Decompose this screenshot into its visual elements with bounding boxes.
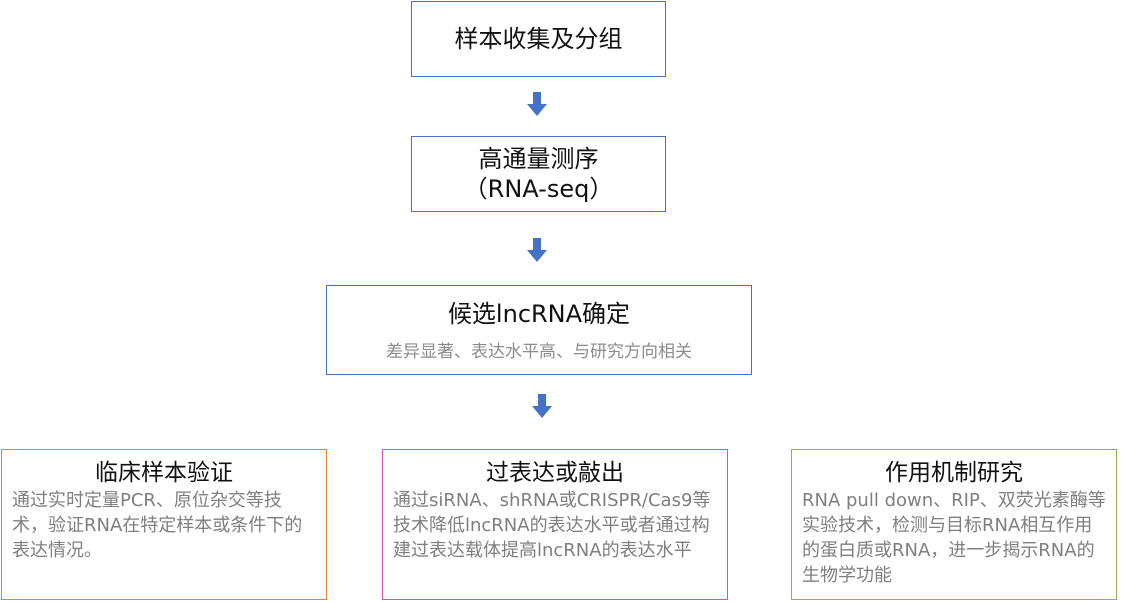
step-candidate-lncrna: 候选lncRNA确定 差异显著、表达水平高、与研究方向相关 [326,285,752,375]
step-sample-collection: 样本收集及分组 [411,1,666,77]
step-sequencing-subtitle: （RNA-seq） [463,175,614,203]
arrow-down-icon [532,394,552,418]
branch-overexpression-knockout: 过表达或敲出 通过siRNA、shRNA或CRISPR/Cas9等技术降低lnc… [382,449,728,600]
branch-clinical-validation: 临床样本验证 通过实时定量PCR、原位杂交等技术，验证RNA在特定样本或条件下的… [1,449,327,600]
arrow-down-icon [527,238,547,262]
branch-overexp-title: 过表达或敲出 [486,460,624,486]
step-candidate-title: 候选lncRNA确定 [447,299,631,328]
arrow-down-icon [527,92,547,116]
branch-mechanism-study: 作用机制研究 RNA pull down、RIP、双荧光素酶等实验技术，检测与目… [791,449,1117,600]
step-sequencing-title: 高通量测序 [478,145,599,173]
branch-mechanism-body: RNA pull down、RIP、双荧光素酶等实验技术，检测与目标RNA相互作… [802,490,1106,586]
branch-clinical-title: 临床样本验证 [95,460,233,486]
branch-overexp-body: 通过siRNA、shRNA或CRISPR/Cas9等技术降低lncRNA的表达水… [393,490,711,561]
branch-mechanism-title: 作用机制研究 [885,460,1023,486]
step-sequencing: 高通量测序 （RNA-seq） [411,136,666,212]
step-candidate-subtitle: 差异显著、表达水平高、与研究方向相关 [386,341,692,362]
step-sample-collection-title: 样本收集及分组 [454,25,623,53]
branch-clinical-body: 通过实时定量PCR、原位杂交等技术，验证RNA在特定样本或条件下的表达情况。 [12,490,303,561]
